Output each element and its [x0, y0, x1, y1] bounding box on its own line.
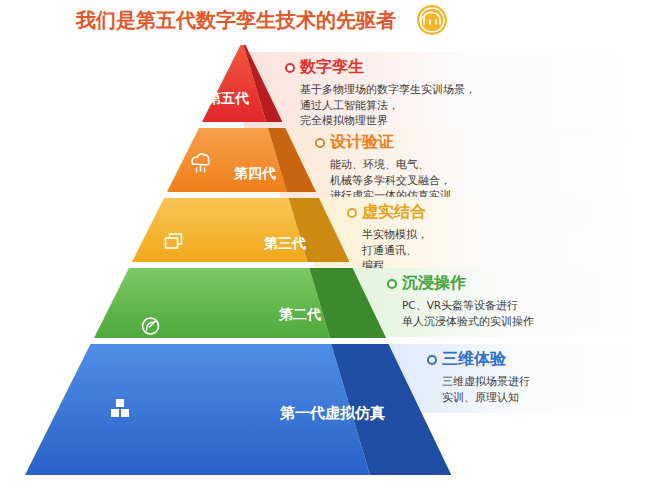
pyramid-layer: 第一代虚拟仿真 [25, 344, 451, 475]
heading-row: 三维体验 [442, 349, 635, 370]
layer-shape [202, 45, 282, 122]
cloud-icon [192, 154, 209, 172]
panel-description: PC、VR头盔等设备进行 单人沉浸体验式的实训操作 [402, 298, 534, 330]
layer-label: 第一代虚拟仿真 [280, 404, 385, 422]
panel-heading: 数字孪生 [300, 57, 364, 76]
panel-heading: 三维体验 [442, 349, 506, 368]
layer-shape [132, 198, 350, 262]
pyramid-layer: 第三代 [132, 198, 350, 262]
description-panel: 三维体验三维虚拟场景进行 实训、原理认知 [384, 344, 641, 413]
layer-shape [25, 344, 451, 475]
bullet-dot [285, 63, 295, 73]
heading-row: 数字孪生 [300, 57, 635, 78]
layer-label: 第二代 [279, 306, 321, 323]
layer-label: 第四代 [234, 165, 276, 182]
layer-label: 第五代 [207, 90, 249, 107]
panel-heading: 虚实结合 [362, 202, 426, 221]
pyramid-layer: 第四代 [167, 128, 316, 192]
layer-front-face [94, 268, 330, 338]
layer-label: 第三代 [264, 235, 306, 252]
window-icon [165, 234, 181, 248]
layer-front-face [167, 128, 287, 192]
logo-icon [417, 5, 447, 35]
panel-heading: 沉浸操作 [402, 273, 466, 292]
pyramid-layer: 第五代 [202, 45, 282, 122]
description-panel: 数字孪生基于多物理场的数字孪生实训场景， 通过人工智能算法，完全模拟物理世界 [244, 52, 641, 137]
layer-front-face [132, 198, 308, 262]
layer-shape [167, 128, 316, 192]
bullet-dot [387, 279, 397, 289]
description-panel: 沉浸操作 PC、VR头盔等设备进行 单人沉浸体验式的实训操作 [348, 268, 641, 337]
bullet-dot [427, 355, 437, 365]
cubes-icon [111, 399, 129, 417]
panel-description: 基于多物理场的数字孪生实训场景， 通过人工智能算法，完全模拟物理世界 [300, 82, 476, 129]
heading-row: 沉浸操作 [402, 273, 635, 294]
panel-description: 三维虚拟场景进行 实训、原理认知 [442, 374, 530, 406]
page-title: 我们是第五代数字孪生技术的先驱者 [76, 7, 396, 34]
bullet-dot [347, 208, 357, 218]
heading-row: 虚实结合 [362, 202, 635, 223]
dish-icon [142, 318, 158, 334]
layer-shape [94, 268, 386, 338]
panel-heading: 设计验证 [330, 132, 394, 151]
pyramid-layer: 第二代 [94, 268, 386, 338]
bullet-dot [315, 138, 325, 148]
heading-row: 设计验证 [330, 132, 635, 153]
